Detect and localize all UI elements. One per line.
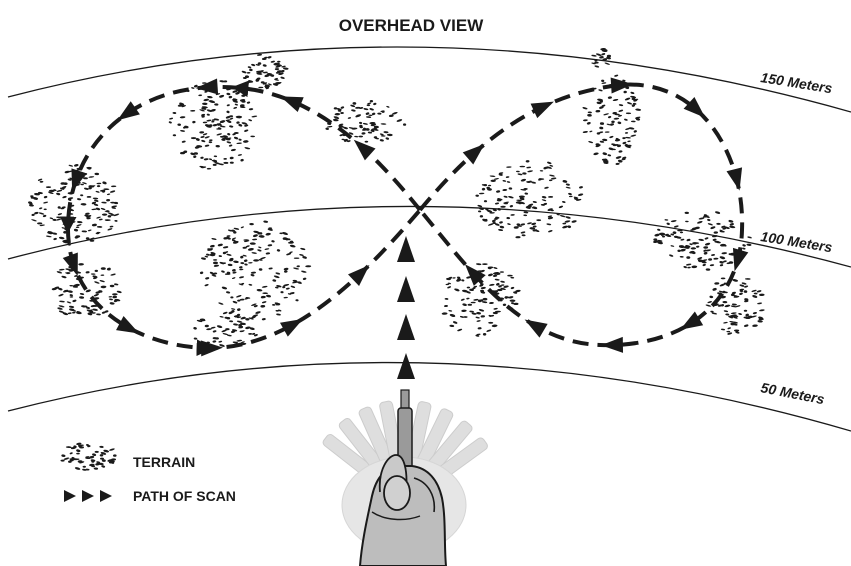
range-label-50m: 50 Meters [759, 379, 826, 407]
terrain-patch-3 [325, 100, 406, 143]
range-arc-50m [8, 363, 851, 431]
triple-arrow-icon [64, 490, 112, 502]
range-label-100m: 100 Meters [760, 228, 834, 255]
scan-direction-arrowhead [348, 259, 375, 286]
forward-arrow-3 [397, 314, 415, 340]
terrain-patches [28, 48, 765, 349]
scan-direction-arrowhead [280, 312, 307, 337]
scan-direction-arrowhead [116, 316, 143, 340]
legend-terrain-speckles [60, 442, 116, 471]
legend: TERRAIN PATH OF SCAN [60, 442, 235, 504]
terrain-patch-6 [200, 220, 312, 320]
scan-direction-arrowhead [727, 248, 748, 274]
terrain-patch-1 [241, 54, 288, 90]
scan-direction-arrowhead [611, 76, 634, 93]
legend-path-label: PATH OF SCAN [133, 488, 236, 504]
scan-path-right-loop [420, 85, 742, 346]
scan-direction-arrowhead [463, 138, 490, 165]
diagram-title: OVERHEAD VIEW [339, 16, 484, 35]
scan-direction-arrowhead [601, 337, 623, 353]
range-label-150m: 150 Meters [760, 69, 834, 96]
scan-direction-arrowhead [277, 89, 303, 112]
scan-direction-arrows [63, 76, 749, 356]
forward-scan-arrows [397, 236, 415, 379]
terrain-patch-13 [591, 48, 611, 68]
terrain-patch-8 [475, 160, 583, 238]
scan-direction-arrowhead [195, 79, 218, 96]
scan-path-left-loop [68, 87, 420, 348]
forward-arrow-1 [397, 236, 415, 262]
forward-arrow-4 [397, 353, 415, 379]
legend-terrain-label: TERRAIN [133, 454, 195, 470]
scan-direction-arrowhead [531, 94, 558, 118]
scan-direction-arrowhead [348, 134, 375, 161]
forward-arrow-2 [397, 276, 415, 302]
terrain-speckle-icon [60, 442, 116, 471]
hand-held-scanner-icon [322, 390, 490, 566]
range-arc-150m [8, 47, 851, 112]
terrain-patch-2 [168, 80, 257, 170]
terrain-patch-5 [52, 263, 122, 316]
scan-direction-arrowhead [63, 253, 85, 279]
scan-direction-arrowhead [521, 313, 548, 338]
